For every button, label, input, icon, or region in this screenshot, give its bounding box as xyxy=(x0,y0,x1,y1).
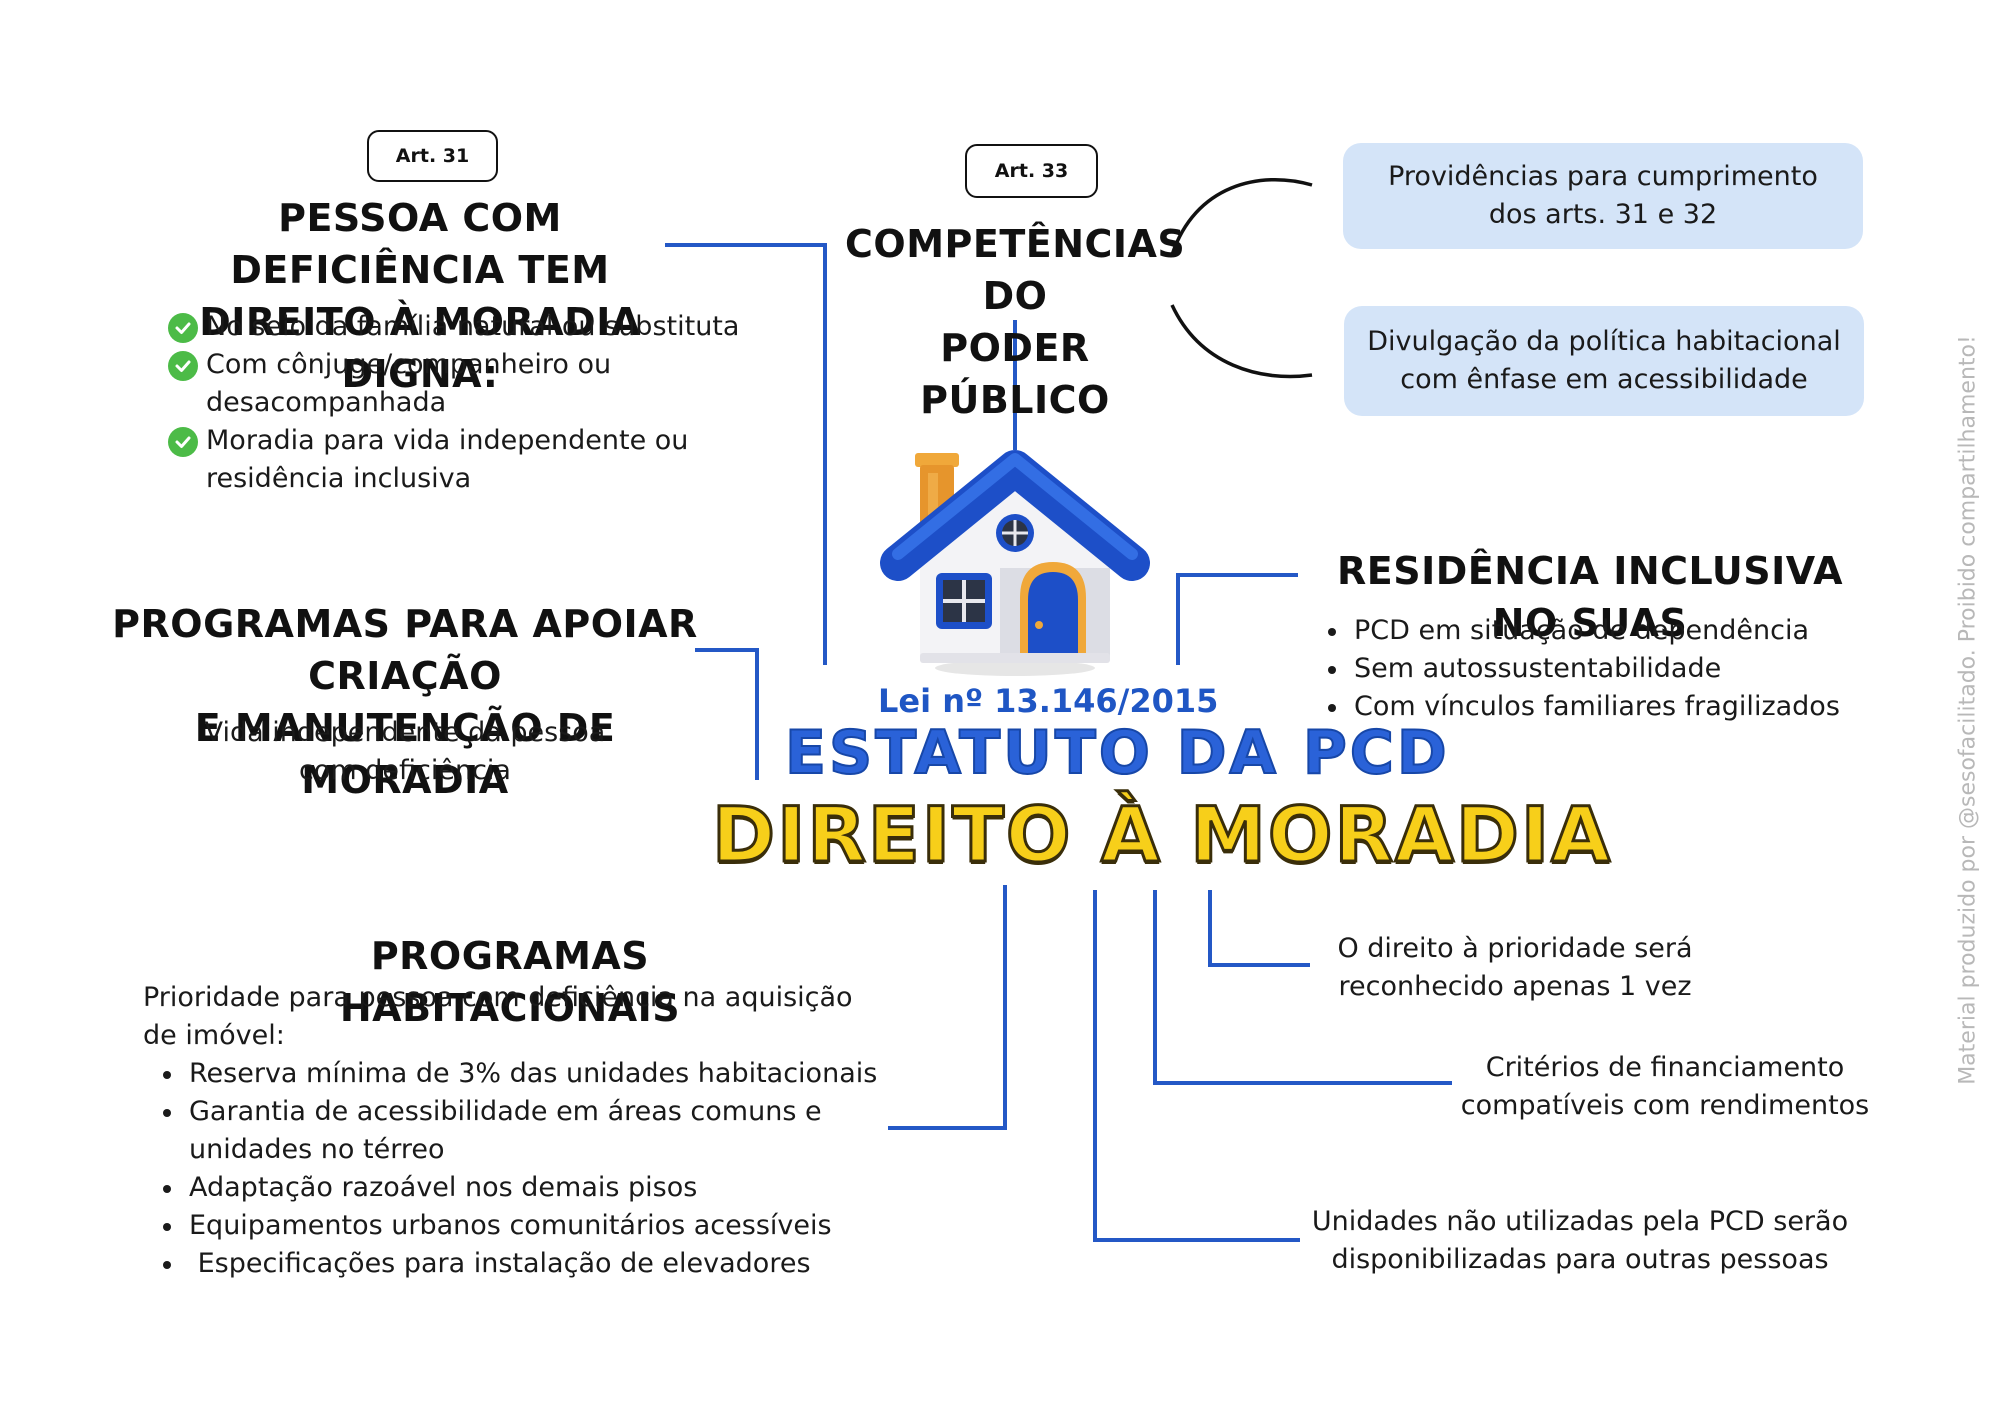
estatuto-title: ESTATUTO DA PCD xyxy=(785,718,1450,788)
moradia-digna-item: Com cônjuge/companheiro ou desacompanhad… xyxy=(206,346,646,422)
connector-unidades xyxy=(1095,890,1300,1240)
note-prioridade: O direito à prioridade será reconhecido … xyxy=(1325,930,1705,1006)
competencias-box-divulgacao: Divulgação da política habitacional com … xyxy=(1344,306,1864,416)
list-item: Adaptação razoável nos demais pisos xyxy=(155,1169,895,1207)
connector-prioridade xyxy=(1210,890,1310,965)
competencias-box-text: Divulgação da política habitacional com … xyxy=(1359,323,1849,399)
list-item: Moradia para vida independente ou residê… xyxy=(168,422,768,498)
watermark: Material produzido por @sesofacilitado. … xyxy=(1956,335,1981,1085)
art33-pill: Art. 33 xyxy=(965,144,1098,198)
check-icon xyxy=(168,427,198,457)
connector-programas-apoio xyxy=(695,650,757,780)
list-item: Reserva mínima de 3% das unidades habita… xyxy=(155,1055,895,1093)
connector-programas-habitacionais xyxy=(888,885,1005,1128)
moradia-digna-item: Moradia para vida independente ou residê… xyxy=(206,422,726,498)
competencias-box-text: Providências para cumprimento dos arts. … xyxy=(1383,158,1823,234)
house-icon xyxy=(880,448,1150,678)
lei-number: Lei nº 13.146/2015 xyxy=(878,682,1218,720)
list-item: Especificações para instalação de elevad… xyxy=(155,1245,895,1283)
bracket-lower xyxy=(1172,305,1312,376)
competencias-title-line2: PODER PÚBLICO xyxy=(845,322,1185,426)
programas-habitacionais-list: Reserva mínima de 3% das unidades habita… xyxy=(155,1055,895,1283)
bracket-upper xyxy=(1172,180,1312,255)
note-unidades: Unidades não utilizadas pela PCD serão d… xyxy=(1300,1203,1860,1279)
art31-label: Art. 31 xyxy=(396,145,469,167)
list-item: Equipamentos urbanos comunitários acessí… xyxy=(155,1207,895,1245)
list-item: Com vínculos familiares fragilizados xyxy=(1320,688,1880,726)
programas-apoio-title-line1: PROGRAMAS PARA APOIAR CRIAÇÃO xyxy=(110,598,700,702)
residencia-list: PCD em situação de dependência Sem autos… xyxy=(1320,612,1880,726)
direito-title: DIREITO À MORADIA xyxy=(712,790,1612,879)
list-item: No seio da família natural ou substituta xyxy=(168,308,768,346)
list-item: PCD em situação de dependência xyxy=(1320,612,1880,650)
check-icon xyxy=(168,313,198,343)
check-icon xyxy=(168,351,198,381)
list-item: Garantia de acessibilidade em áreas comu… xyxy=(155,1093,829,1169)
art31-pill: Art. 31 xyxy=(367,130,498,182)
competencias-box-providencias: Providências para cumprimento dos arts. … xyxy=(1343,143,1863,249)
competencias-heading: COMPETÊNCIAS DO PODER PÚBLICO xyxy=(845,218,1185,426)
moradia-digna-list: No seio da família natural ou substituta… xyxy=(168,308,768,498)
note-criterios: Critérios de financiamento compatíveis c… xyxy=(1450,1049,1880,1125)
programas-habitacionais-intro: Prioridade para pessoa com deficiência n… xyxy=(143,979,873,1055)
art33-label: Art. 33 xyxy=(995,160,1068,182)
list-item: Com cônjuge/companheiro ou desacompanhad… xyxy=(168,346,768,422)
competencias-title-line1: COMPETÊNCIAS DO xyxy=(845,218,1185,322)
moradia-digna-item: No seio da família natural ou substituta xyxy=(206,311,739,342)
list-item: Sem autossustentabilidade xyxy=(1320,650,1880,688)
moradia-digna-title-line1: PESSOA COM DEFICIÊNCIA TEM xyxy=(160,192,680,296)
programas-apoio-text: Vida independente da pessoa com deficiên… xyxy=(190,714,620,790)
connector-residencia xyxy=(1178,575,1298,665)
